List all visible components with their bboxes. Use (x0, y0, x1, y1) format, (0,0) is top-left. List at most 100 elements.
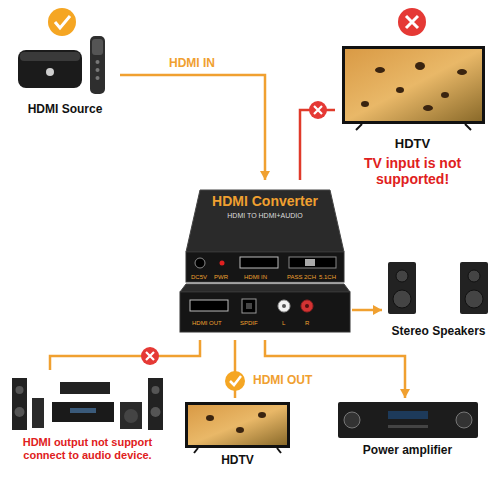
port-label: PASS (287, 274, 303, 280)
tv-icon (361, 101, 369, 107)
connector-line (50, 340, 200, 370)
amplifier-icon (388, 411, 428, 419)
check-icon (55, 16, 70, 28)
converter-device (190, 300, 228, 311)
tv-icon (375, 67, 385, 73)
apple-tv-icon (96, 60, 100, 64)
node-text: TV input is not supported! (335, 155, 490, 187)
home-theater-icon (152, 386, 160, 394)
cross-icon (141, 347, 159, 365)
converter-device (282, 304, 286, 308)
converter-device (246, 303, 252, 309)
tv-icon (423, 105, 433, 111)
amplifier-icon (388, 425, 428, 428)
tv-icon (342, 46, 485, 130)
tv-icon (457, 69, 467, 75)
tv-icon (185, 402, 290, 448)
cross-icon (146, 352, 154, 360)
hdtv: HDTV (180, 398, 295, 471)
home-theater-icon (60, 382, 110, 394)
speaker-icon (388, 262, 416, 314)
tv-icon (342, 46, 485, 124)
converter-device (195, 258, 205, 268)
apple-tv-icon (20, 52, 80, 61)
edge-label: HDMI OUT (251, 373, 314, 388)
hdmi-converter: HDMI ConverterHDMI TO HDMI+AUDIO (178, 180, 352, 340)
converter-device (220, 261, 225, 266)
tv-icon (258, 412, 266, 418)
tv-icon (465, 124, 471, 130)
port-label: HDMI IN (244, 274, 267, 280)
edge-label: HDMI IN (167, 56, 217, 71)
check-icon (48, 8, 76, 36)
speaker-icon (460, 262, 488, 314)
node-text: HDMI Converter (178, 193, 352, 209)
amplifier-icon (338, 402, 478, 438)
port-label: 5.1CH (319, 274, 336, 280)
home-theater-icon (120, 402, 142, 429)
check-icon (48, 8, 76, 36)
connector (50, 340, 200, 370)
node-text: HDMI Source (10, 103, 120, 117)
amplifier-icon (344, 412, 360, 428)
tv-icon (356, 124, 362, 130)
tv-icon (396, 87, 404, 93)
home-theater-icon (15, 407, 25, 417)
port-label: DC5V (191, 274, 207, 280)
converter-device (180, 284, 350, 292)
speaker-icon (465, 290, 483, 308)
connector-line (300, 110, 335, 180)
tv-icon (345, 49, 482, 121)
node-text: Stereo Speakers (382, 325, 495, 339)
cross-icon (309, 101, 327, 119)
tv-icon (206, 415, 214, 421)
converter-device (242, 299, 256, 313)
apple-tv-icon (96, 68, 100, 72)
connector (300, 110, 335, 180)
speaker-icon (468, 270, 480, 282)
arrow-head (400, 389, 410, 398)
tv-icon (185, 402, 290, 453)
check-icon (225, 371, 245, 391)
tv-icon (441, 92, 449, 98)
home-theater-icon (32, 398, 44, 428)
cross-icon (398, 8, 426, 36)
converter-device (180, 190, 350, 332)
converter-device (278, 300, 290, 312)
apple-tv-icon (18, 36, 105, 94)
converter-device (305, 259, 315, 266)
converter-device (240, 257, 278, 268)
home-theater-icon (12, 378, 163, 430)
converter-device (289, 257, 336, 268)
apple-tv-icon (46, 68, 54, 76)
amplifier-icon (456, 412, 472, 428)
node-text: HDTV (335, 137, 490, 152)
cross-icon (314, 106, 322, 114)
port-label: 2CH (304, 274, 316, 280)
audio-device: HDMI output not support connect to audio… (5, 370, 170, 464)
tv-icon (236, 427, 244, 433)
home-theater-icon (52, 402, 114, 422)
home-theater-icon (124, 409, 138, 423)
tv-icon (415, 62, 425, 70)
speaker-icon (393, 290, 411, 308)
home-theater-icon (70, 408, 96, 413)
connector (265, 340, 410, 398)
port-label: SPDIF (240, 320, 258, 326)
node-text: HDMI output not support connect to audio… (5, 436, 170, 461)
check-icon (230, 376, 241, 385)
cross-icon (398, 8, 426, 36)
cross-icon (141, 347, 159, 365)
apple-tv-icon (96, 76, 100, 80)
check-icon (225, 371, 245, 391)
port-label: HDMI OUT (192, 320, 222, 326)
home-theater-icon (151, 407, 161, 417)
connector (352, 305, 382, 315)
converter-device (305, 304, 309, 308)
node-text: Power amplifier (330, 444, 485, 458)
port-label: R (305, 320, 309, 326)
stereo-speakers: Stereo Speakers (382, 255, 495, 342)
converter-device (186, 252, 344, 282)
arrow-head (260, 171, 270, 180)
